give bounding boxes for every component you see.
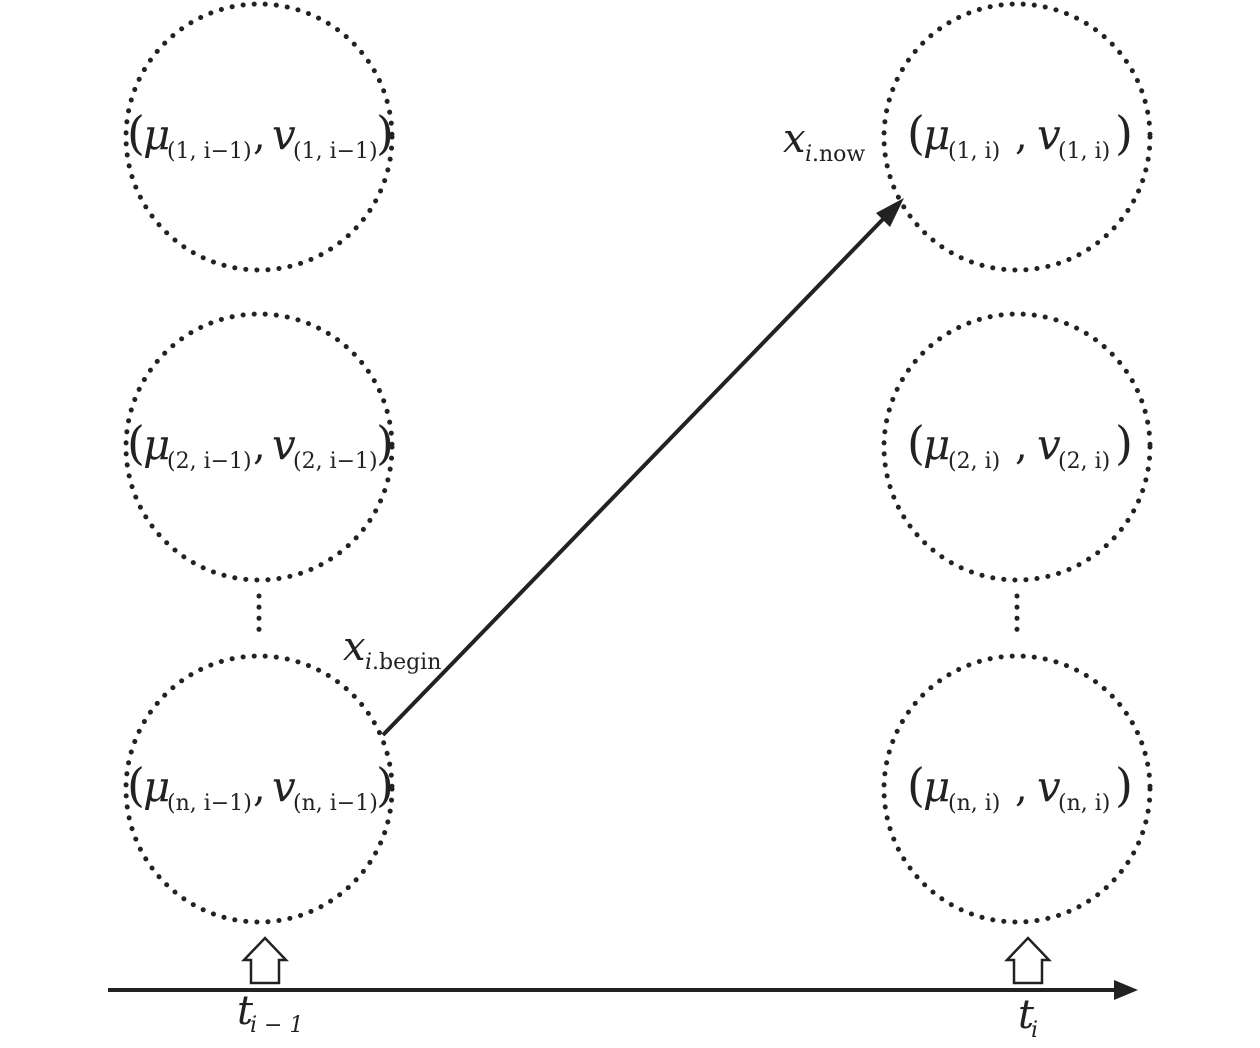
svg-text:(2, i−1): (2, i−1) xyxy=(293,449,378,474)
svg-text:μ: μ xyxy=(143,762,170,811)
svg-text:): ) xyxy=(1115,106,1133,160)
prev-node-1-ring xyxy=(123,1,395,273)
curr-column: ( μ (1, i) , v (1, i) ) ( μ (2, i) , v (… xyxy=(881,1,1153,1043)
prev-column: ( μ (1, i−1) , v (1, i−1) ) ( μ (2, i−1)… xyxy=(123,1,395,1038)
svg-text:): ) xyxy=(376,416,394,470)
svg-text:μ: μ xyxy=(143,110,170,159)
time-axis-arrowhead-icon xyxy=(1114,980,1138,1000)
transition-arrowhead-icon xyxy=(876,198,904,227)
svg-text:(: ( xyxy=(127,416,145,470)
svg-text:(2, i): (2, i) xyxy=(948,449,1000,474)
svg-text:(1, i−1): (1, i−1) xyxy=(167,139,252,164)
svg-text:v: v xyxy=(272,762,296,811)
svg-text:(: ( xyxy=(127,106,145,160)
svg-text:i: i xyxy=(805,142,812,167)
svg-text:v: v xyxy=(272,110,296,159)
curr-time-up-arrow-icon xyxy=(1004,936,1052,985)
prev-node-n-label: ( μ (n, i−1) , v (n, i−1) ) xyxy=(127,758,394,816)
curr-node-n-ring xyxy=(881,653,1153,925)
svg-text:t: t xyxy=(237,988,254,1034)
svg-text:,: , xyxy=(253,765,266,811)
svg-text:,: , xyxy=(1015,113,1028,159)
svg-text:(: ( xyxy=(907,758,925,812)
curr-node-1-ring xyxy=(881,1,1153,273)
svg-text:(: ( xyxy=(907,416,925,470)
svg-text:t: t xyxy=(1018,992,1035,1038)
svg-text:v: v xyxy=(272,420,296,469)
svg-text:(2, i): (2, i) xyxy=(1058,449,1110,474)
svg-text:x: x xyxy=(783,116,806,162)
time-axis xyxy=(108,980,1138,1000)
svg-text:(1, i−1): (1, i−1) xyxy=(293,139,378,164)
svg-text:.now: .now xyxy=(812,142,865,167)
prev-node-2-label: ( μ (2, i−1) , v (2, i−1) ) xyxy=(127,416,394,474)
transition-end-label: x i .now xyxy=(783,116,865,167)
svg-text:,: , xyxy=(1015,423,1028,469)
transition-arrow-line xyxy=(381,212,890,737)
svg-text:v: v xyxy=(1037,110,1061,159)
svg-text:,: , xyxy=(253,113,266,159)
svg-text:i: i xyxy=(365,650,372,675)
svg-text:): ) xyxy=(1115,416,1133,470)
prev-node-2-ring xyxy=(123,311,395,583)
svg-text:(n, i−1): (n, i−1) xyxy=(167,791,252,816)
transition-start-label: x i .begin xyxy=(343,624,441,675)
svg-text:,: , xyxy=(1015,765,1028,811)
prev-node-n-ring xyxy=(123,653,395,925)
svg-text:x: x xyxy=(343,624,366,670)
svg-text:.begin: .begin xyxy=(372,650,441,675)
svg-text:μ: μ xyxy=(143,420,170,469)
transition-arrow xyxy=(381,198,904,737)
prev-node-1-label: ( μ (1, i−1) , v (1, i−1) ) xyxy=(127,106,394,164)
curr-time-label: t i xyxy=(1018,992,1038,1043)
svg-text:μ: μ xyxy=(923,420,950,469)
prev-time-up-arrow-icon xyxy=(241,936,289,985)
svg-text:i: i xyxy=(1031,1018,1038,1043)
svg-text:v: v xyxy=(1037,762,1061,811)
curr-node-2-ring xyxy=(881,311,1153,583)
curr-node-2-label: ( μ (2, i) , v (2, i) ) xyxy=(907,416,1133,474)
svg-text:): ) xyxy=(376,758,394,812)
svg-text:μ: μ xyxy=(923,762,950,811)
svg-text:(2, i−1): (2, i−1) xyxy=(167,449,252,474)
svg-text:): ) xyxy=(1115,758,1133,812)
prev-time-label: t i − 1 xyxy=(237,988,303,1038)
svg-text:v: v xyxy=(1037,420,1061,469)
curr-node-1-label: ( μ (1, i) , v (1, i) ) xyxy=(907,106,1133,164)
svg-text:(: ( xyxy=(127,758,145,812)
svg-text:(n, i): (n, i) xyxy=(1058,791,1110,816)
svg-text:(1, i): (1, i) xyxy=(1058,139,1110,164)
curr-node-n-label: ( μ (n, i) , v (n, i) ) xyxy=(907,758,1133,816)
svg-text:(: ( xyxy=(907,106,925,160)
svg-text:,: , xyxy=(253,423,266,469)
svg-text:μ: μ xyxy=(923,110,950,159)
svg-text:(n, i): (n, i) xyxy=(948,791,1000,816)
svg-text:(1, i): (1, i) xyxy=(948,139,1000,164)
svg-text:i − 1: i − 1 xyxy=(250,1013,303,1038)
svg-text:(n, i−1): (n, i−1) xyxy=(293,791,378,816)
svg-text:): ) xyxy=(376,106,394,160)
